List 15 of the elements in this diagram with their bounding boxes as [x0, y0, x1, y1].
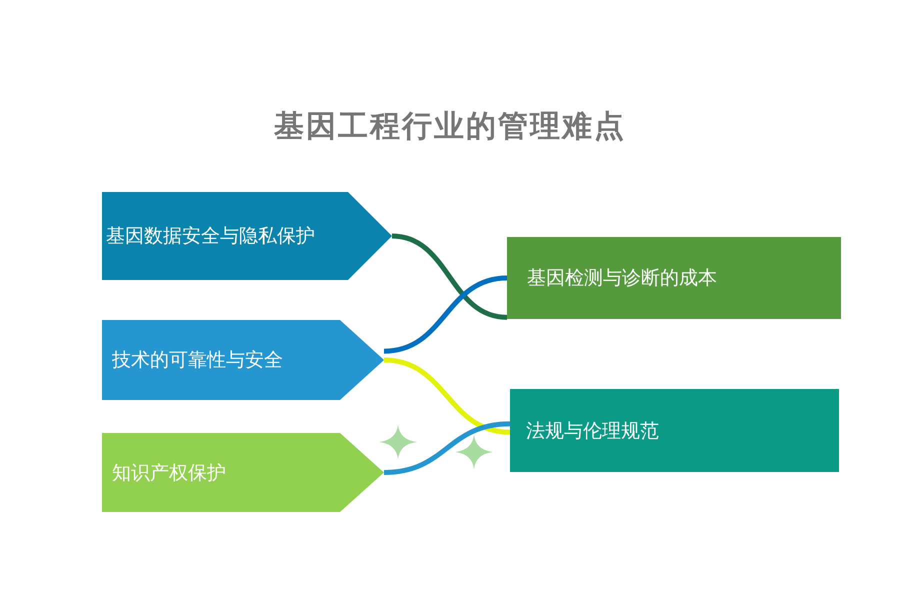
title: 基因工程行业的管理难点 — [273, 108, 627, 146]
node-label: 基因数据安全与隐私保护 — [106, 224, 315, 249]
arrow-label-box — [102, 192, 392, 280]
node-label: 知识产权保护 — [112, 460, 226, 486]
node-label: 技术的可靠性与安全 — [112, 348, 283, 373]
connector-curve — [392, 234, 508, 320]
connector-curve — [384, 276, 508, 354]
node-label: 基因检测与诊断的成本 — [527, 266, 717, 291]
connector-curve — [384, 358, 510, 435]
topic-box — [510, 389, 839, 472]
arrow-label-box — [102, 433, 384, 512]
topic-box — [507, 237, 841, 319]
arrow-label-box — [102, 320, 384, 400]
connector-curve — [384, 421, 510, 475]
node-label: 法规与伦理规范 — [526, 418, 659, 444]
